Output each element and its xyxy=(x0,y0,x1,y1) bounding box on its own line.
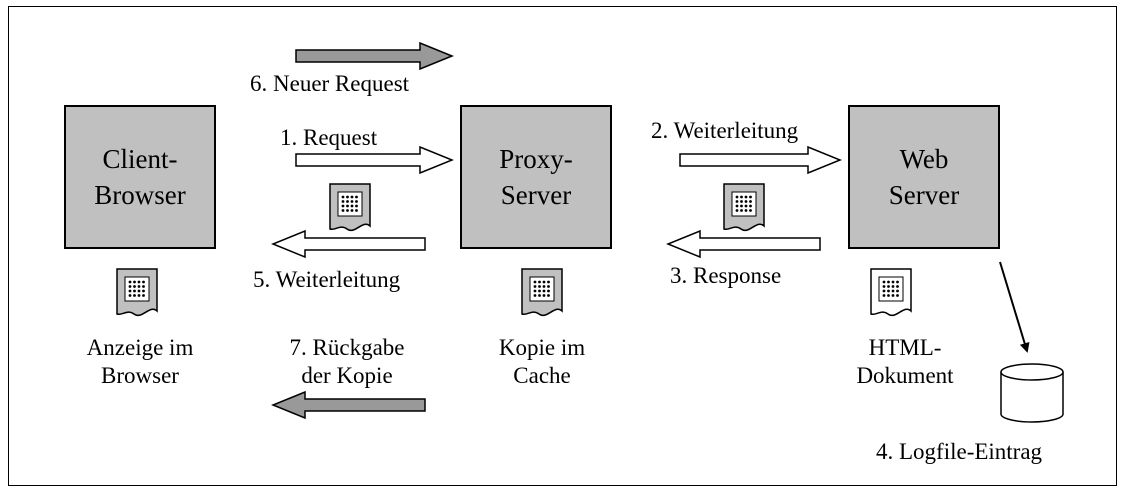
document-icon xyxy=(521,268,563,317)
document-icon xyxy=(116,268,158,317)
cache-copy-label: Kopie im Cache xyxy=(498,335,586,388)
document-icon xyxy=(870,268,912,317)
client-browser-box: Client- Browser xyxy=(64,105,216,249)
response-label: 3. Response xyxy=(670,263,782,288)
document-icon xyxy=(329,183,371,232)
forward-to-client-arrow xyxy=(271,229,426,259)
html-document-label: HTML- Dokument xyxy=(856,335,954,388)
new-request-label: 6. Neuer Request xyxy=(250,71,410,96)
logfile-arrow xyxy=(999,261,1030,353)
web-server-box: Web Server xyxy=(848,105,1000,249)
diagram-frame xyxy=(8,6,1117,486)
request-arrow xyxy=(295,145,454,175)
database-icon xyxy=(1000,363,1064,423)
display-label: Anzeige im Browser xyxy=(86,335,194,388)
response-arrow xyxy=(666,229,821,259)
document-icon xyxy=(723,183,765,232)
return-copy-label: 7. Rückgabe der Kopie xyxy=(289,335,405,388)
forward-to-client-label: 5. Weiterleitung xyxy=(253,267,401,292)
proxy-server-box: Proxy- Server xyxy=(460,105,612,249)
forward-to-server-arrow xyxy=(679,145,842,175)
forward-to-server-label: 2. Weiterleitung xyxy=(651,118,799,143)
new-request-arrow xyxy=(295,41,454,71)
request-label: 1. Request xyxy=(280,125,378,150)
return-copy-arrow xyxy=(271,390,426,420)
logfile-label: 4. Logfile-Eintrag xyxy=(876,439,1043,464)
